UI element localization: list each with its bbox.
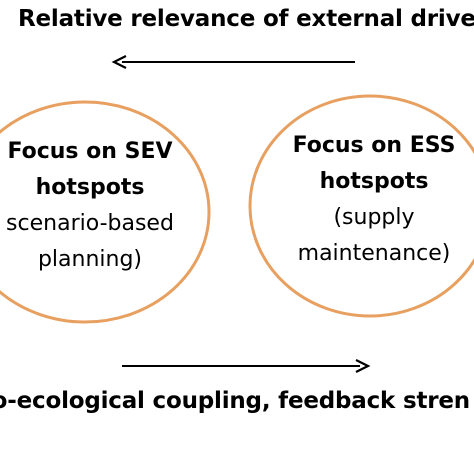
sev-title-line2: hotspots [35,175,145,200]
ess-subtitle-line2: maintenance) [297,241,451,266]
sev-title-line1: Focus on SEV [7,139,173,164]
ess-title-line2: hotspots [319,169,429,194]
ess-circle-text: Focus on ESS hotspots (supply maintenanc… [256,128,474,272]
ess-subtitle-line1: (supply [333,205,415,230]
arrow-right-icon [122,359,371,373]
sev-subtitle-line1: scenario-based [6,211,174,236]
ess-title-line1: Focus on ESS [292,133,456,158]
arrow-left-icon [111,55,355,69]
sev-circle [0,100,211,324]
sev-subtitle-line2: planning) [37,247,143,272]
ess-circle [248,94,474,318]
sev-circle-text: Focus on SEV hotspots scenario-based pla… [0,134,200,278]
bottom-axis-label: io-ecological coupling, feedback stren [0,388,470,414]
top-axis-label: Relative relevance of external driver [18,6,474,32]
